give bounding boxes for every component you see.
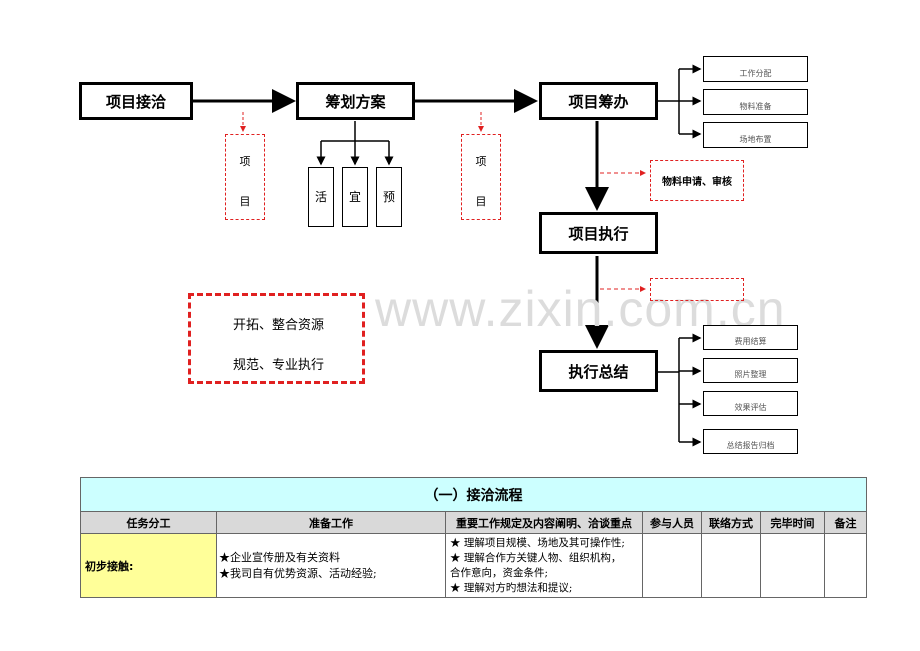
summary-child-3: 效果评估 bbox=[703, 391, 798, 416]
summary-child-1: 费用结算 bbox=[703, 325, 798, 350]
cell-time bbox=[760, 533, 825, 598]
contact-process-table: （一）接洽流程 任务分工 准备工作 重要工作规定及内容阐明、洽谈重点 参与人员 … bbox=[79, 477, 868, 598]
summary-child-4: 总结报告归档 bbox=[703, 429, 798, 454]
prepare-child-3: 场地布置 bbox=[703, 122, 808, 148]
col-header-people: 参与人员 bbox=[642, 511, 702, 534]
principle-2: 规范、专业执行 bbox=[233, 358, 325, 373]
table-row: 初步接触: ★企业宣传册及有关资料 ★我司自有优势资源、活动经验; ★ 理解项目… bbox=[80, 533, 868, 598]
cell-prep: ★企业宣传册及有关资料 ★我司自有优势资源、活动经验; bbox=[216, 533, 446, 598]
note-material: 物料申请、审核 bbox=[650, 160, 744, 201]
col-header-note: 备注 bbox=[823, 511, 868, 534]
node-summary: 执行总结 bbox=[539, 350, 658, 392]
principle-1: 开拓、整合资源 bbox=[233, 318, 325, 333]
cell-note bbox=[823, 533, 868, 598]
cell-people bbox=[642, 533, 702, 598]
prepare-child-2: 物料准备 bbox=[703, 89, 808, 115]
summary-child-2: 照片整理 bbox=[703, 358, 798, 383]
prepare-child-1: 工作分配 bbox=[703, 56, 808, 82]
col-header-prep: 准备工作 bbox=[216, 511, 446, 534]
node-prepare: 项目筹办 bbox=[539, 82, 658, 120]
note-plan: 项 目 bbox=[461, 134, 501, 220]
col-header-key: 重要工作规定及内容阐明、洽谈重点 bbox=[445, 511, 643, 534]
node-execute: 项目执行 bbox=[539, 212, 658, 254]
col-header-task: 任务分工 bbox=[80, 511, 217, 534]
principles-box: 开拓、整合资源 规范、专业执行 bbox=[188, 293, 365, 384]
plan-child-3: 预 bbox=[376, 167, 402, 227]
node-contact: 项目接洽 bbox=[79, 82, 193, 120]
col-header-contact: 联络方式 bbox=[701, 511, 761, 534]
cell-key-points: ★ 理解项目规模、场地及其可操作性; ★ 理解合作方关键人物、组织机构， 合作意… bbox=[445, 533, 643, 598]
flowchart-connectors bbox=[193, 64, 702, 447]
col-header-time: 完毕时间 bbox=[760, 511, 825, 534]
plan-child-2: 宜 bbox=[342, 167, 368, 227]
node-plan: 筹划方案 bbox=[296, 82, 415, 120]
cell-task: 初步接触: bbox=[80, 533, 217, 598]
cell-contact bbox=[701, 533, 761, 598]
table-title: （一）接洽流程 bbox=[79, 477, 868, 512]
plan-child-1: 活 bbox=[308, 167, 334, 227]
note-contact: 项 目 bbox=[225, 134, 265, 220]
note-execute bbox=[650, 278, 744, 301]
process-flowchart: www.zixin.com.cn 项目接洽 筹划方案 项目筹办 项目执行 执行总… bbox=[79, 56, 808, 454]
